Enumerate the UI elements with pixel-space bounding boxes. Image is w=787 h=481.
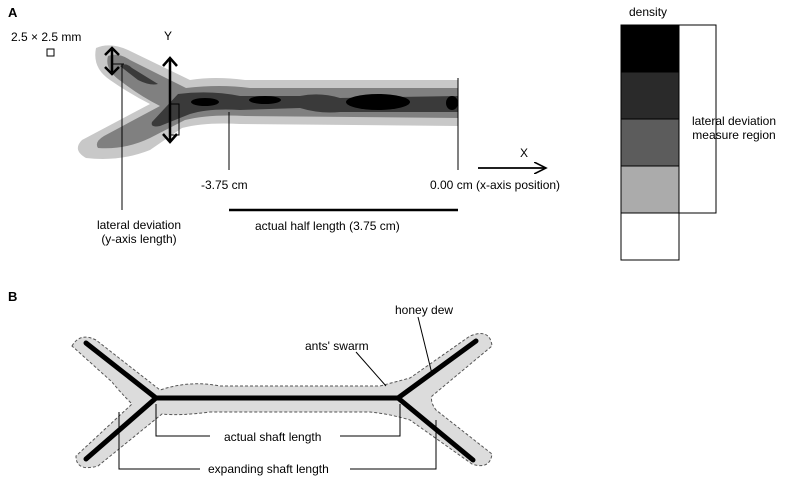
actual-shaft-label: actual shaft length	[224, 430, 322, 444]
zero-position-label: 0.00 cm (x-axis position)	[430, 178, 561, 192]
trail-density-peak-2	[346, 94, 410, 110]
scale-square-icon	[46, 48, 55, 57]
measure-region-line2: measure region	[692, 128, 776, 142]
trail-density-peak-1	[249, 96, 281, 104]
y-measure-bracket	[169, 103, 180, 136]
measure-region-line1: lateral deviation	[691, 114, 777, 128]
panel-a-label: A	[8, 5, 18, 20]
density-scale	[620, 24, 680, 261]
density-level-4	[620, 165, 680, 214]
panel-b-label: B	[8, 289, 18, 304]
honey-dew-pointer	[417, 316, 433, 375]
expanding-shaft-bracket	[118, 412, 200, 470]
measure-region-bracket	[679, 24, 717, 214]
half-length-label: actual half length (3.75 cm)	[255, 219, 400, 233]
trail-density-peak-4	[191, 98, 219, 106]
density-title: density	[629, 5, 668, 19]
lateral-deviation-line1: lateral deviation	[96, 218, 182, 232]
measure-region-label: lateral deviation measure region	[684, 114, 784, 142]
actual-shaft-bracket	[155, 404, 210, 437]
density-level-5	[620, 212, 680, 261]
density-level-1	[620, 24, 680, 73]
trail-density-peak-3	[446, 96, 458, 110]
actual-shaft-bracket-right	[340, 404, 401, 437]
ants-swarm-label: ants' swarm	[305, 339, 369, 353]
y-axis-label: Y	[164, 29, 173, 43]
density-level-3	[620, 118, 680, 167]
ants-swarm-pointer	[355, 351, 387, 387]
expanding-shaft-label: expanding shaft length	[208, 462, 329, 476]
density-level-2	[620, 71, 680, 120]
x-axis-label: X	[520, 146, 529, 160]
honey-dew-outline	[71, 333, 493, 469]
lateral-deviation-label: lateral deviation (y-axis length)	[84, 218, 194, 246]
lateral-deviation-arrow	[104, 46, 120, 76]
scale-label: 2.5 × 2.5 mm	[11, 30, 82, 44]
expanding-shaft-bracket-right	[350, 420, 437, 470]
honey-dew-label: honey dew	[395, 303, 454, 317]
trail-density-shape	[77, 45, 458, 159]
trail-density-high-2	[120, 64, 158, 85]
neg-position-label: -3.75 cm	[201, 178, 248, 192]
lateral-deviation-line2: (y-axis length)	[101, 232, 177, 246]
